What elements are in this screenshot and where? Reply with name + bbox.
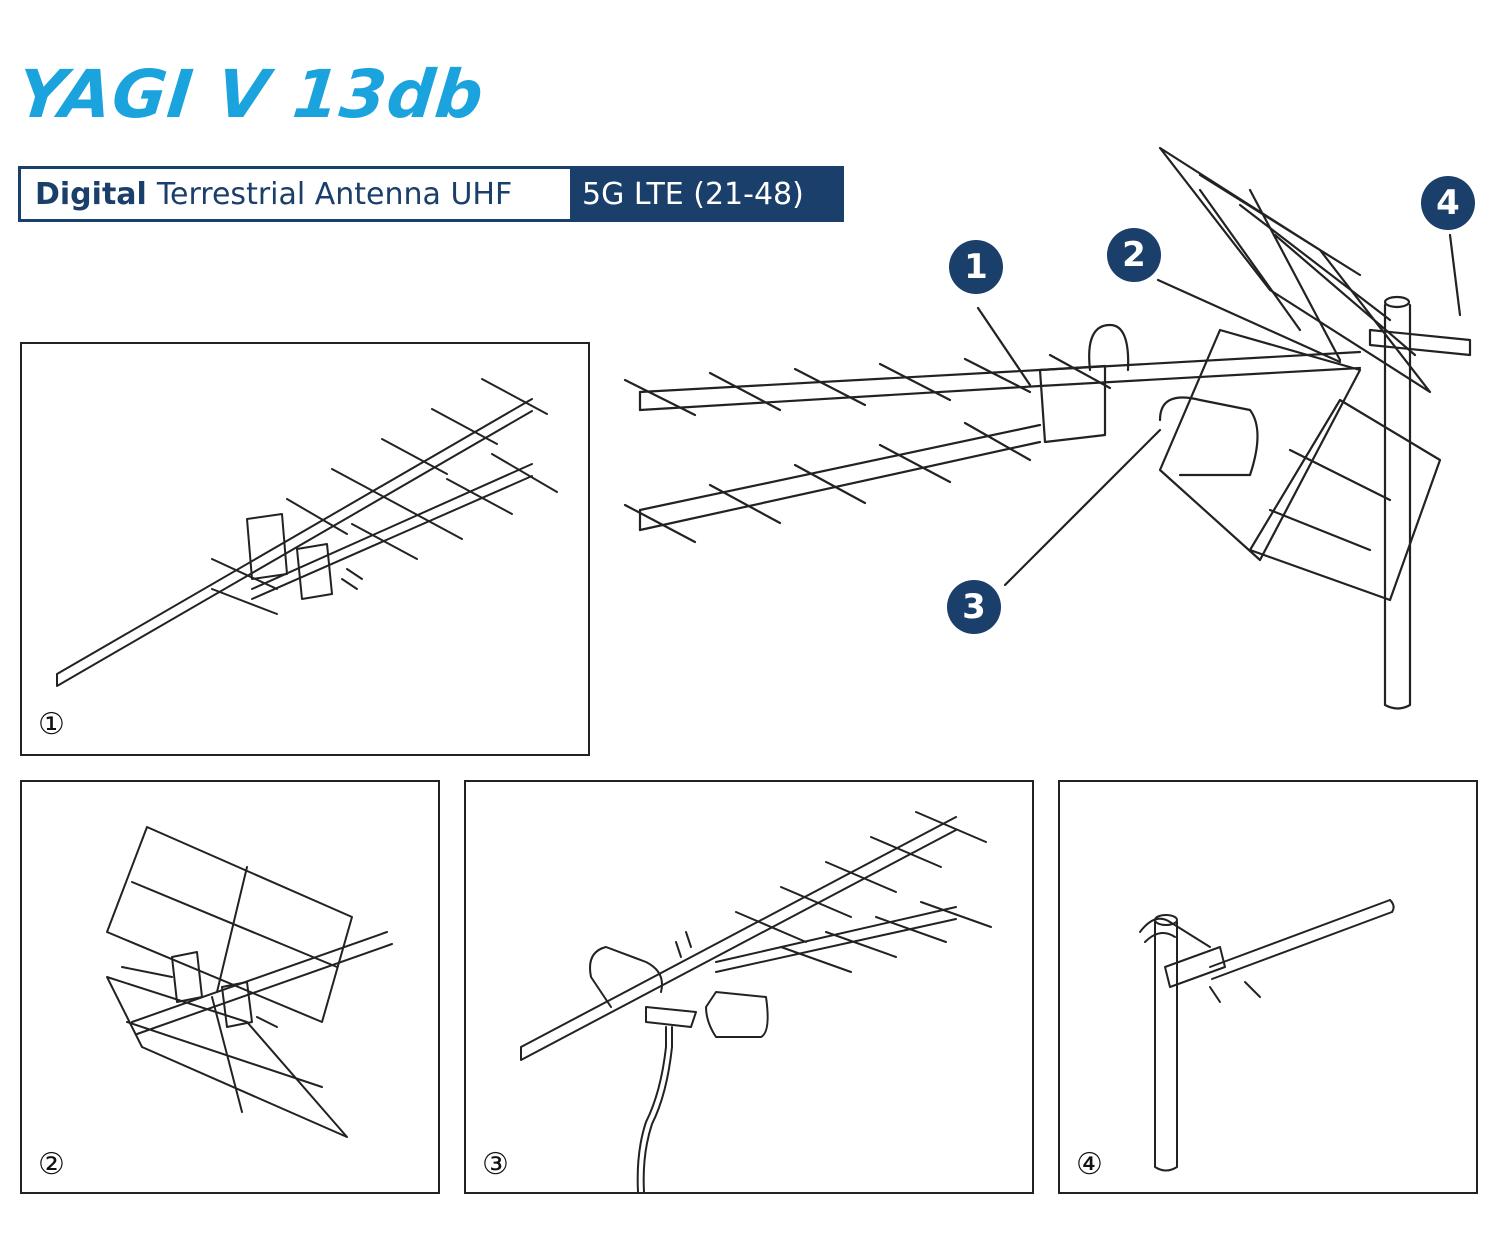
upper-boom bbox=[638, 368, 1042, 412]
leader-line-3 bbox=[1003, 428, 1162, 587]
step-2-boom bbox=[131, 931, 393, 1035]
main-antenna-illustration bbox=[623, 146, 1472, 710]
mast-pole bbox=[1383, 303, 1412, 710]
step-1-lower-boom bbox=[251, 463, 533, 600]
step-3-boom bbox=[520, 816, 957, 1061]
step-3-illustration bbox=[520, 811, 992, 1192]
callout-3: 3 bbox=[947, 580, 1001, 634]
product-title: YAGI V 13db bbox=[14, 56, 488, 133]
banner-highlight: 5G LTE (21-48) bbox=[570, 166, 844, 222]
lower-reflector bbox=[1158, 328, 1442, 602]
lower-boom bbox=[638, 423, 1042, 532]
upper-reflector bbox=[1158, 146, 1432, 394]
leader-line-2 bbox=[1156, 278, 1342, 364]
step-2-panel: ② bbox=[20, 780, 440, 1194]
leader-line-4 bbox=[1448, 233, 1462, 317]
step-4-illustration bbox=[1139, 899, 1395, 1172]
step-3-lower-boom bbox=[715, 906, 957, 973]
step-1-illustration bbox=[56, 378, 558, 687]
step-3-balun bbox=[645, 1006, 697, 1028]
lower-directors bbox=[623, 421, 1032, 544]
product-banner: Digital Terrestrial Antenna UHF 5G LTE (… bbox=[18, 166, 844, 222]
mast-top bbox=[1383, 295, 1411, 309]
upper-loop bbox=[1088, 323, 1130, 372]
step-1-boom bbox=[56, 398, 533, 687]
banner-description: Digital Terrestrial Antenna UHF bbox=[18, 166, 570, 222]
callout-2: 2 bbox=[1107, 228, 1161, 282]
banner-regular-text: Terrestrial Antenna UHF bbox=[156, 176, 513, 212]
step-2-illustration bbox=[106, 826, 393, 1138]
step-4-mast bbox=[1154, 921, 1178, 1172]
dipole-loop bbox=[1158, 396, 1259, 477]
step-1-bracket bbox=[246, 513, 333, 600]
step-3-loop bbox=[705, 991, 769, 1038]
callout-4: 4 bbox=[1421, 176, 1475, 230]
boom-bracket bbox=[1038, 364, 1107, 444]
step-4-clamp bbox=[1164, 946, 1226, 988]
step-4-boom bbox=[1209, 899, 1393, 980]
step-3-panel: ③ bbox=[464, 780, 1034, 1194]
mast-clamp bbox=[1368, 328, 1472, 357]
step-3-cable bbox=[636, 1026, 667, 1192]
step-3-number: ③ bbox=[482, 1147, 509, 1182]
step-2-number: ② bbox=[38, 1147, 65, 1182]
step-4-panel: ④ bbox=[1058, 780, 1478, 1194]
upper-directors bbox=[623, 353, 1112, 417]
callout-1: 1 bbox=[949, 240, 1003, 294]
step-4-number: ④ bbox=[1076, 1147, 1103, 1182]
step-1-number: ① bbox=[38, 707, 65, 742]
step-2-upper-reflector bbox=[106, 826, 353, 1023]
step-1-panel: ① bbox=[20, 342, 590, 756]
banner-bold-text: Digital bbox=[35, 176, 147, 212]
leader-line-1 bbox=[976, 306, 1032, 387]
